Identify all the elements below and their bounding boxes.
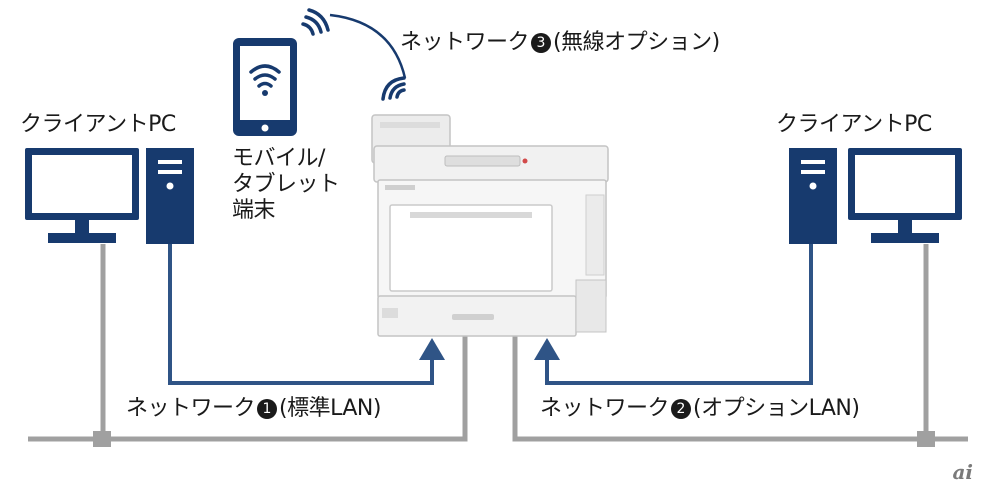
network-2-label-text: ネットワーク [540, 396, 670, 421]
network-1-cable [168, 244, 445, 385]
pc-tower-icon [789, 148, 837, 244]
network-2-cable [534, 244, 813, 385]
tablet-icon [233, 38, 297, 136]
network-3-label-text: ネットワーク [400, 30, 530, 55]
wireless-link [301, 8, 407, 101]
mobile-label-line-2: タブレット [232, 172, 340, 197]
client-pc-right [789, 148, 962, 244]
lan-bus-lines [28, 244, 968, 442]
client-pc-right-label: クライアントPC [776, 112, 932, 137]
monitor-icon [848, 148, 962, 243]
monitor-icon [25, 148, 139, 243]
network-1-label-text: ネットワーク [126, 396, 256, 421]
network-1-number-badge: 1 [257, 399, 278, 419]
lan-node-left [93, 431, 111, 447]
network-2-number-badge: 2 [671, 399, 692, 419]
lan-bus-right [512, 334, 968, 442]
network-3-number-badge: 3 [531, 33, 552, 53]
mobile-label-line-3: 端末 [232, 198, 276, 223]
ai-logo: ai [952, 460, 973, 484]
lan-node-right [917, 431, 935, 447]
wifi-icon [249, 64, 281, 88]
wifi-icon [301, 8, 330, 36]
arrow-up-icon [419, 338, 445, 360]
network-3-label-note: (無線オプション) [553, 30, 720, 55]
client-pc-left-label: クライアントPC [20, 112, 176, 137]
mobile-label: モバイル/ タブレット 端末 [232, 146, 340, 224]
lan-bus-left [28, 334, 468, 442]
printer-icon [371, 114, 609, 337]
network-2-label-note: (オプションLAN) [693, 396, 860, 421]
network-1-label-note: (標準LAN) [279, 396, 381, 421]
pc-tower-icon [146, 148, 194, 244]
mobile-label-line-1: モバイル/ [232, 146, 325, 171]
arrow-up-icon [534, 338, 560, 360]
client-pc-left [25, 148, 194, 244]
wifi-icon [381, 76, 406, 101]
